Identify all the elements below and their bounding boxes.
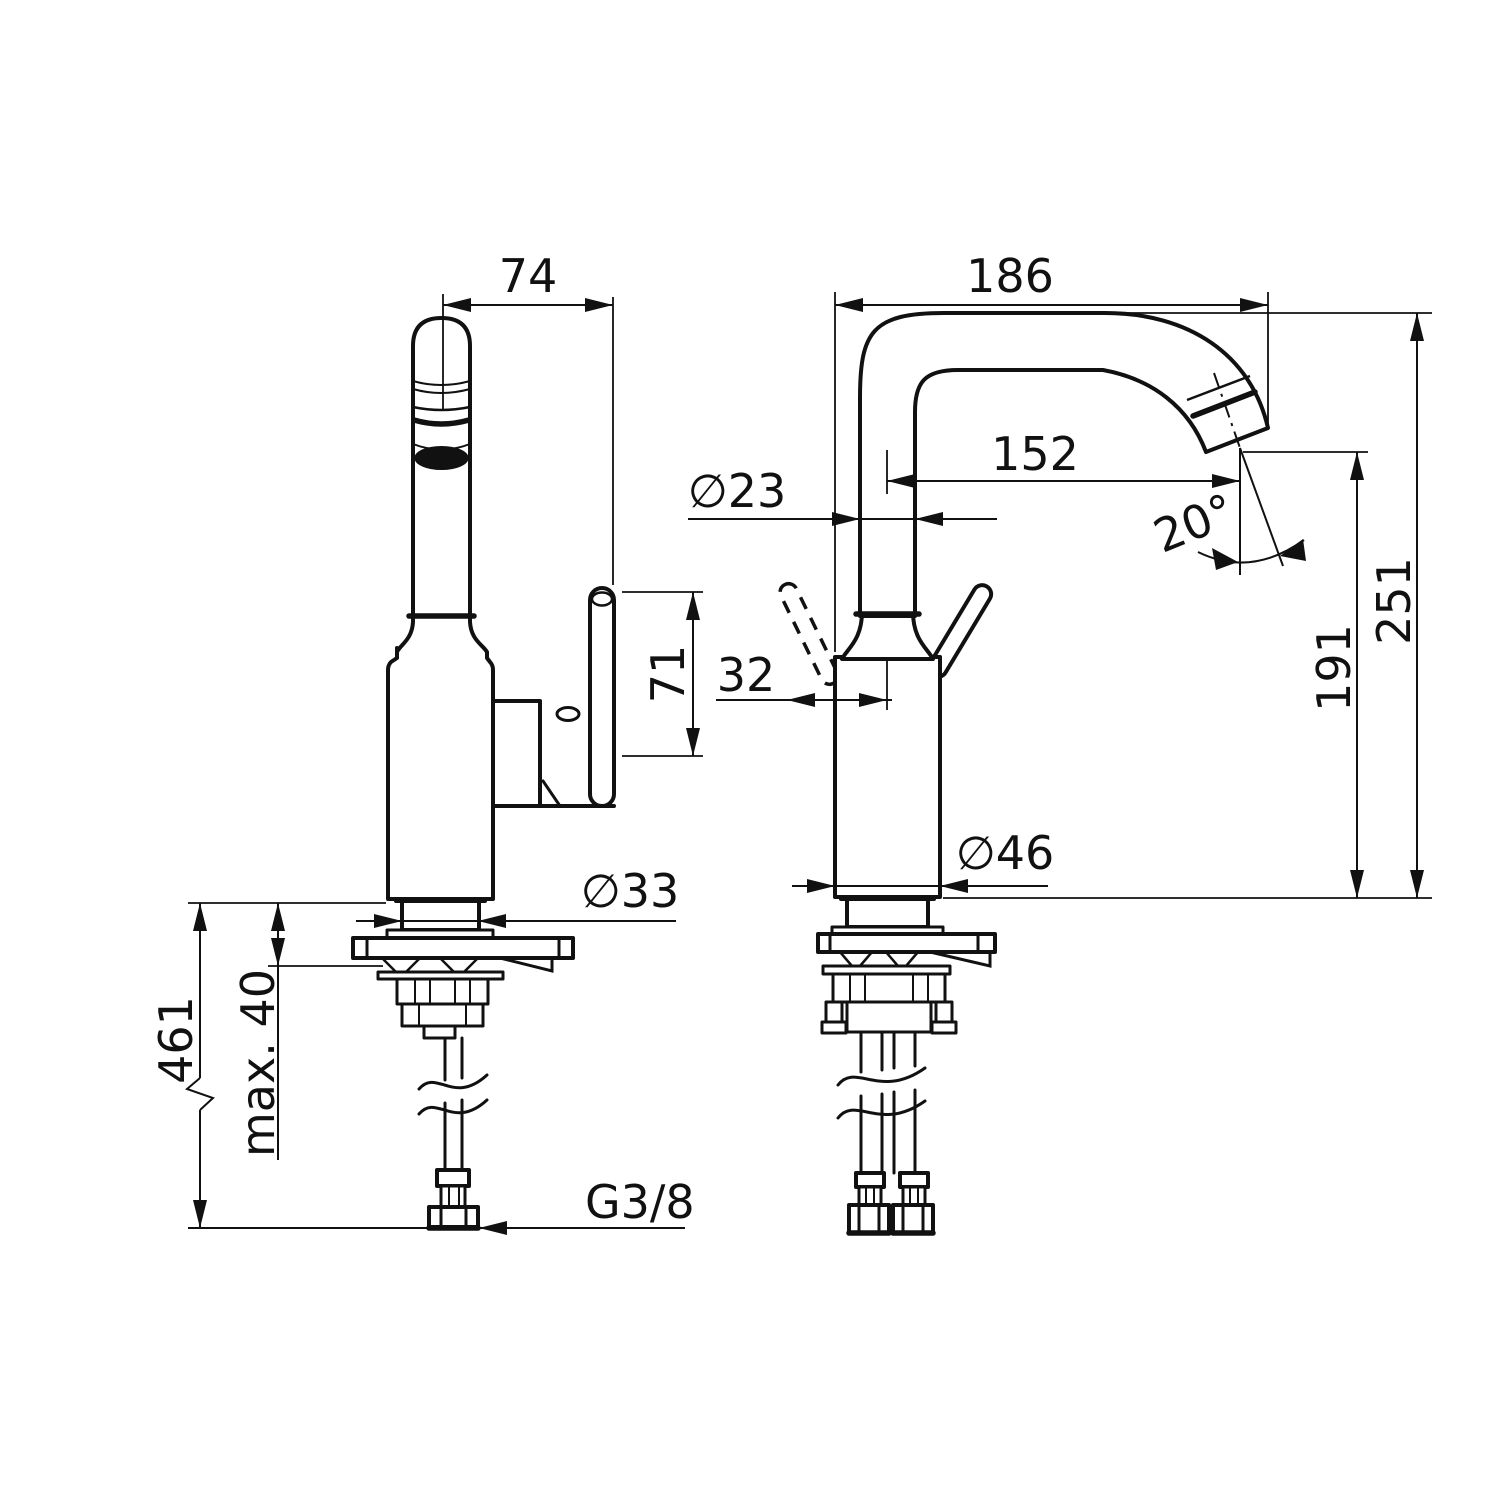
dim-shank-diameter: ∅33 [356, 864, 679, 928]
dim-lever-offset: 32 [716, 648, 892, 710]
hose-break-wave [836, 1099, 927, 1120]
left-spout-tube [406, 316, 477, 619]
dim-deck-thickness: max. 40 [231, 903, 383, 1160]
dim-outlet-angle: 20° [1146, 447, 1306, 575]
lever-alternate-position-dashed [778, 581, 840, 687]
dim-186-label: 186 [966, 249, 1054, 303]
left-hose-fitting [426, 1168, 481, 1231]
right-view: 186 152 ∅23 32 [688, 249, 1432, 1236]
dim-191-label: 191 [1307, 624, 1361, 712]
left-view: 74 71 ∅33 461 [149, 249, 703, 1235]
dim-152-label: 152 [991, 427, 1079, 481]
dim-d23-label: ∅23 [688, 464, 787, 518]
left-body [386, 613, 495, 901]
hose-break-wave [417, 1073, 489, 1091]
dim-handle-height: 71 [622, 591, 703, 757]
dim-max40-label: max. 40 [231, 969, 285, 1157]
dim-below-deck-length: 461 [149, 902, 386, 1228]
dim-break-zigzag [185, 1077, 215, 1111]
left-mounting-hardware [351, 899, 575, 1231]
right-spout [853, 311, 1270, 618]
dim-spout-reach-outlet: 152 [886, 427, 1240, 494]
left-handle [491, 586, 616, 808]
left-aerator-outlet [414, 446, 469, 470]
right-mounting-hardware [816, 897, 997, 1236]
spout-centerline [1213, 372, 1241, 449]
dim-d33-label: ∅33 [581, 864, 680, 918]
dim-spout-tube-diameter: ∅23 [688, 464, 997, 526]
dim-d46-label: ∅46 [956, 826, 1055, 880]
dim-body-diameter: ∅46 [792, 826, 1054, 893]
dim-461-label: 461 [149, 996, 203, 1084]
hose-break-wave [417, 1098, 489, 1116]
dim-20deg-label: 20° [1146, 483, 1242, 564]
left-lever [588, 586, 616, 808]
dim-outlet-height: 191 [1243, 451, 1368, 898]
hose-break-wave [836, 1066, 927, 1087]
dim-32-label: 32 [717, 648, 776, 702]
dim-71-label: 71 [641, 645, 695, 704]
right-body [833, 610, 942, 899]
right-hose-fittings [846, 1171, 936, 1236]
dim-spout-reach-total: 186 [834, 249, 1269, 652]
dim-g38-label: G3/8 [585, 1175, 695, 1229]
dim-total-height: 251 [943, 312, 1432, 899]
dim-251-label: 251 [1367, 557, 1421, 645]
dim-spout-side-offset: 74 [442, 249, 614, 585]
dim-74-label: 74 [499, 249, 558, 303]
dim-supply-thread: G3/8 [188, 1175, 695, 1235]
